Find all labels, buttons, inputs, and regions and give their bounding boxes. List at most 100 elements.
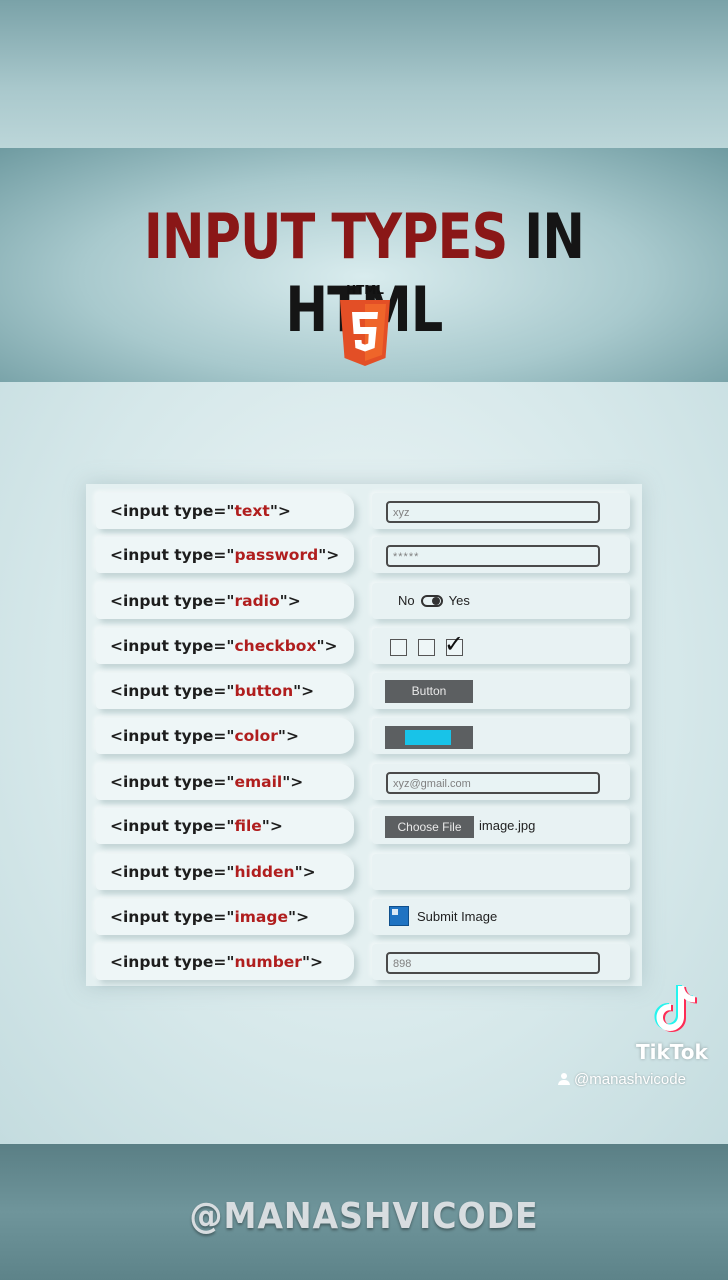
choose-file-button[interactable]: Choose File: [385, 816, 474, 838]
title-red-part: INPUT TYPES: [143, 200, 508, 273]
page-title: INPUT TYPES IN HTML: [66, 200, 663, 346]
submit-image-label[interactable]: Submit Image: [417, 909, 498, 924]
code-prefix: <input type=": [110, 502, 235, 520]
user-icon: [558, 1073, 570, 1085]
code-value: hidden: [234, 863, 295, 881]
code-prefix: <input type=": [110, 637, 235, 655]
code-cell: [96, 854, 354, 890]
code-cell: [96, 808, 354, 844]
row-text: <input type="text"> xyz: [86, 490, 642, 532]
html5-logo: HTML: [334, 283, 396, 373]
button-demo[interactable]: Button: [385, 680, 473, 703]
checkbox-checked[interactable]: [446, 639, 463, 656]
footer-watermark: @MANASHVICODE: [189, 1196, 539, 1237]
footer-band: [0, 1144, 728, 1280]
code-suffix: ">: [277, 727, 299, 745]
html5-logo-text: HTML: [346, 283, 384, 297]
code-cell: [96, 944, 354, 980]
code-prefix: <input type=": [110, 592, 235, 610]
code-text: <input type="hidden">: [110, 863, 316, 881]
row-password: <input type="password"> *****: [86, 534, 642, 576]
code-suffix: ">: [301, 953, 324, 971]
code-suffix: ">: [316, 637, 338, 655]
demo-cell: [372, 854, 630, 890]
demo-cell: [372, 583, 630, 619]
code-suffix: ">: [279, 592, 301, 610]
code-text: <input type="button">: [110, 682, 314, 700]
checkbox-unchecked[interactable]: [418, 639, 435, 656]
code-cell: [96, 493, 354, 529]
code-value: image: [234, 908, 288, 926]
demo-cell: [372, 899, 630, 935]
row-button: <input type="button"> Button: [86, 670, 642, 712]
code-text: <input type="text">: [110, 502, 291, 520]
code-text: <input type="radio">: [110, 592, 301, 610]
top-band: [0, 0, 728, 148]
code-prefix: <input type=": [110, 863, 235, 881]
code-prefix: <input type=": [110, 727, 235, 745]
tiktok-handle-text: @manashvicode: [574, 1071, 686, 1088]
code-value: checkbox: [234, 637, 317, 655]
color-picker-demo[interactable]: [385, 726, 473, 749]
code-cell: [96, 764, 354, 800]
row-radio: <input type="radio"> No Yes: [86, 580, 642, 622]
demo-cell: [372, 628, 630, 664]
input-types-table: <input type="text"> xyz <input type="pas…: [86, 484, 642, 986]
code-value: email: [234, 773, 283, 791]
code-text: <input type="password">: [110, 546, 339, 564]
row-number: <input type="number"> 898: [86, 941, 642, 983]
code-prefix: <input type=": [110, 817, 235, 835]
code-prefix: <input type=": [110, 953, 235, 971]
tiktok-brand-label: TikTok: [636, 1040, 708, 1064]
code-cell: [96, 583, 354, 619]
code-cell: [96, 537, 354, 573]
email-input-demo[interactable]: xyz@gmail.com: [386, 772, 600, 794]
tiktok-handle[interactable]: @manashvicode: [558, 1071, 686, 1088]
color-swatch: [405, 730, 451, 745]
code-text: <input type="image">: [110, 908, 309, 926]
number-input-demo[interactable]: 898: [386, 952, 600, 974]
code-prefix: <input type=": [110, 682, 235, 700]
code-suffix: ">: [288, 908, 310, 926]
code-suffix: ">: [282, 773, 304, 791]
code-cell: [96, 628, 354, 664]
checkbox-unchecked[interactable]: [390, 639, 407, 656]
text-input-demo[interactable]: xyz: [386, 501, 600, 523]
code-prefix: <input type=": [110, 546, 235, 564]
code-cell: [96, 899, 354, 935]
code-value: file: [234, 817, 262, 835]
radio-demo: No Yes: [398, 593, 470, 608]
row-email: <input type="email"> xyz@gmail.com: [86, 761, 642, 803]
row-file: <input type="file"> Choose File image.jp…: [86, 805, 642, 847]
row-checkbox: <input type="checkbox"> ✓: [86, 625, 642, 667]
code-suffix: ">: [261, 817, 283, 835]
tiktok-logo-icon: [654, 985, 697, 1032]
code-value: password: [234, 546, 319, 564]
code-prefix: <input type=": [110, 773, 235, 791]
code-text: <input type="number">: [110, 953, 323, 971]
row-color: <input type="color">: [86, 715, 642, 757]
code-value: text: [234, 502, 270, 520]
image-icon[interactable]: [389, 906, 409, 926]
checkmark-icon: ✓: [444, 630, 465, 658]
code-cell: [96, 718, 354, 754]
file-name-label: image.jpg: [479, 818, 536, 833]
code-text: <input type="checkbox">: [110, 637, 338, 655]
code-value: number: [234, 953, 302, 971]
code-text: <input type="email">: [110, 773, 303, 791]
code-suffix: ">: [294, 863, 316, 881]
code-value: radio: [234, 592, 280, 610]
code-suffix: ">: [318, 546, 340, 564]
code-value: button: [234, 682, 294, 700]
radio-no-label: No: [398, 593, 415, 608]
code-text: <input type="file">: [110, 817, 283, 835]
row-image: <input type="image"> Submit Image: [86, 896, 642, 938]
password-input-demo[interactable]: *****: [386, 545, 600, 567]
code-value: color: [234, 727, 278, 745]
toggle-switch-icon[interactable]: [420, 595, 443, 607]
radio-yes-label: Yes: [448, 593, 470, 608]
code-suffix: ">: [269, 502, 291, 520]
code-text: <input type="color">: [110, 727, 299, 745]
code-suffix: ">: [293, 682, 315, 700]
row-hidden: <input type="hidden">: [86, 851, 642, 893]
